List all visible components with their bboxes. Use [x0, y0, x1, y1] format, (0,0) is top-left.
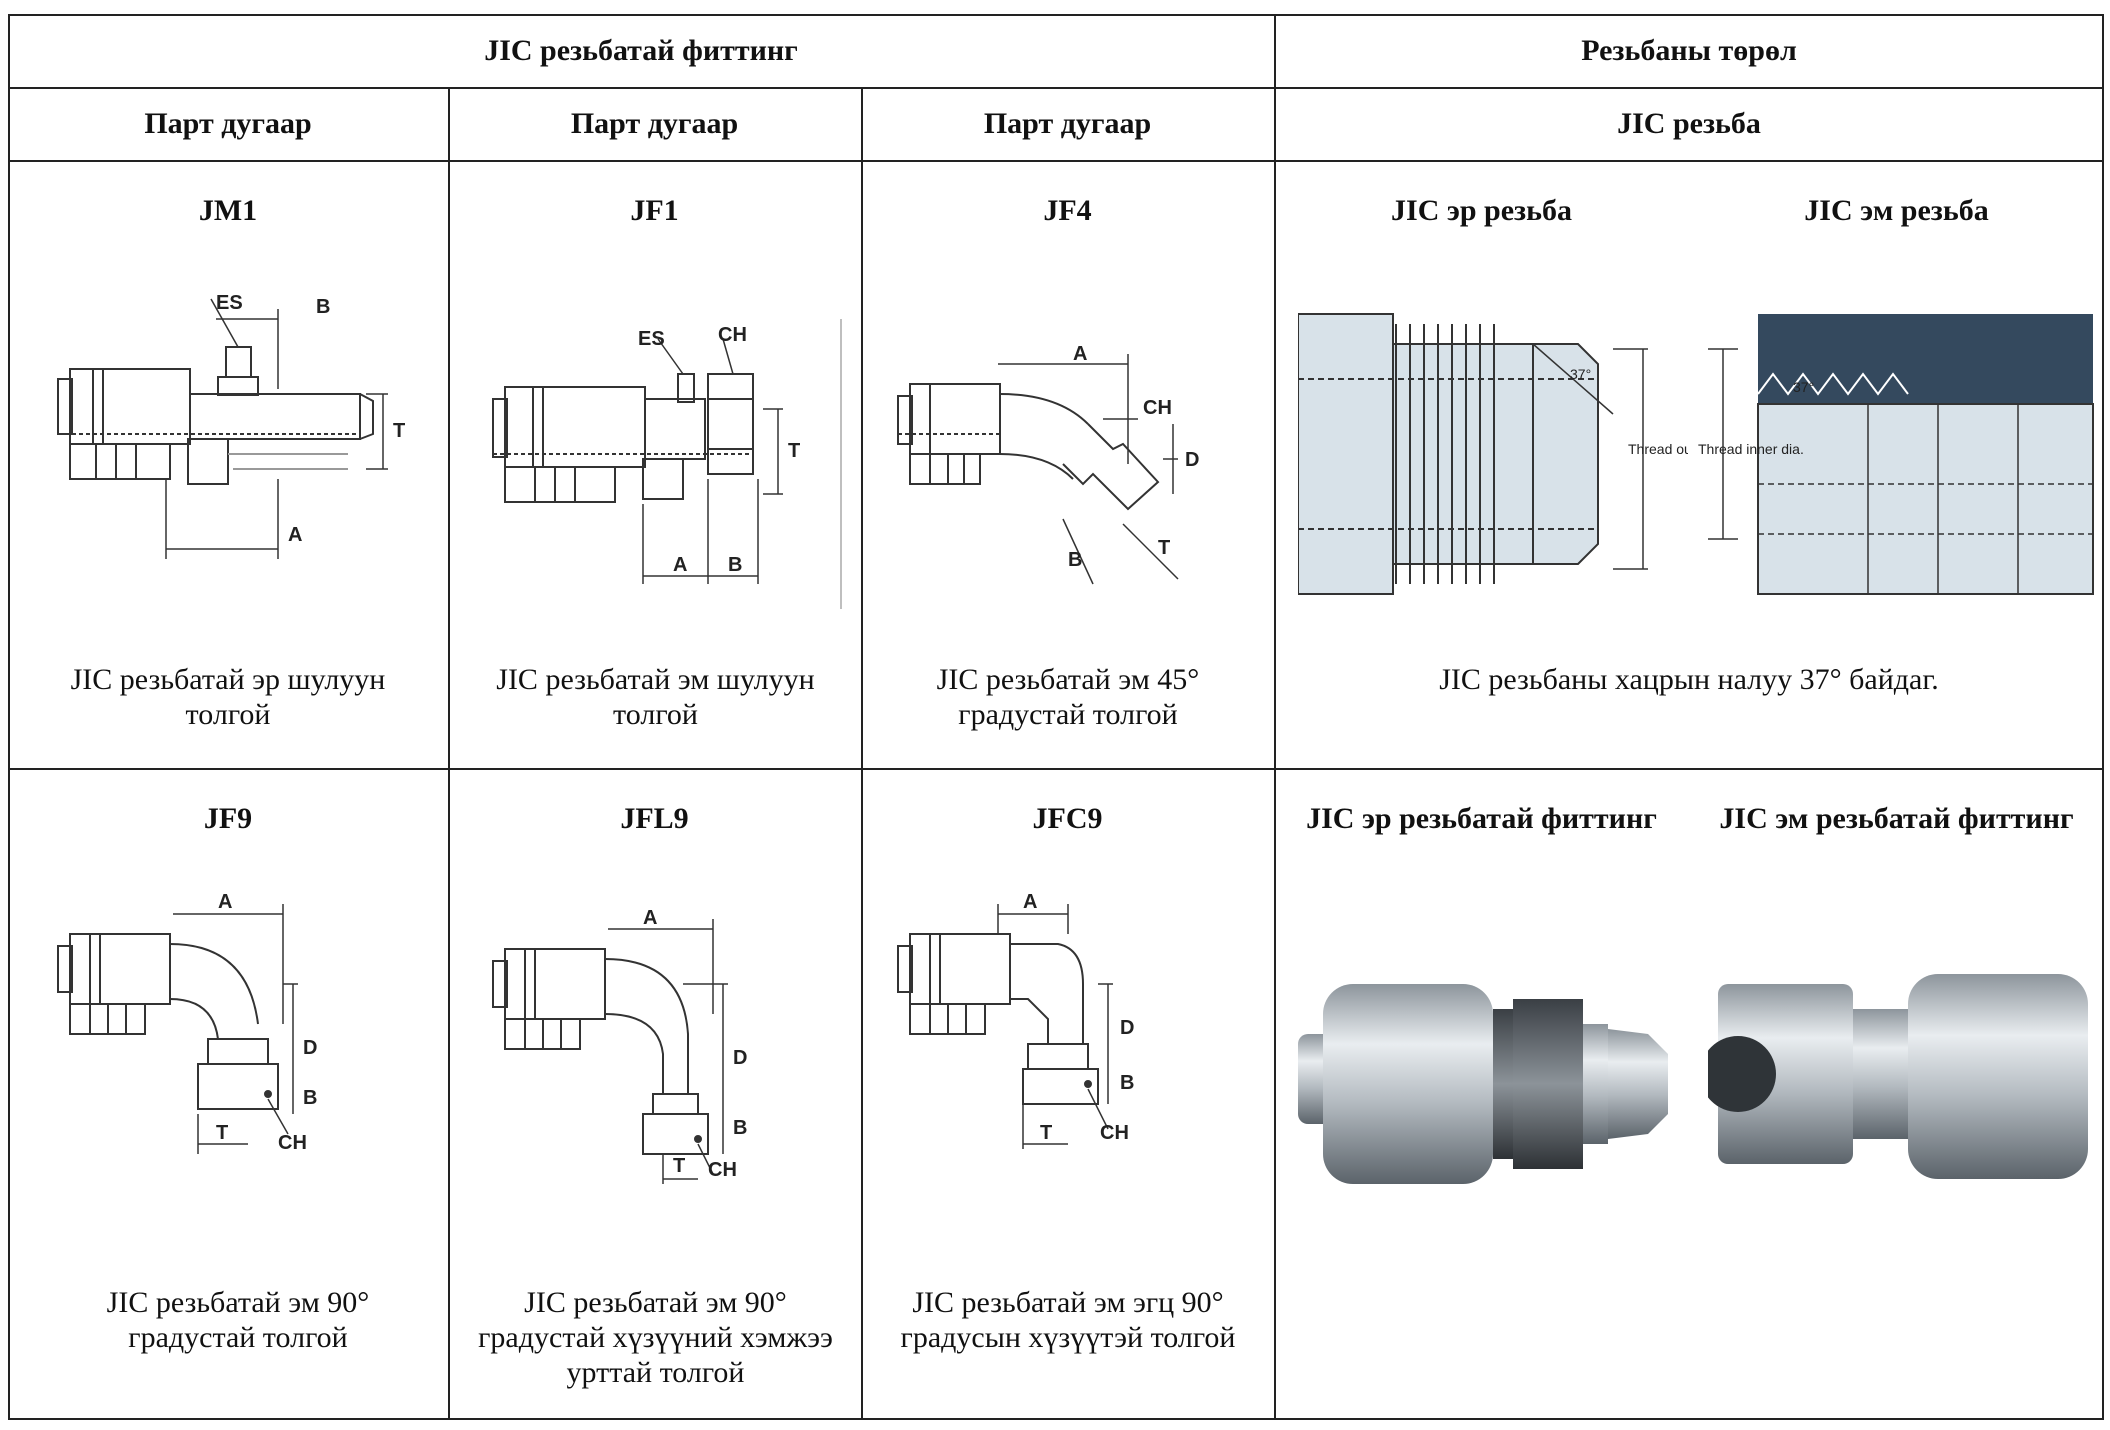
jf9-t-label: T: [216, 1122, 228, 1144]
female-inner-dia-label: Thread inner dia.: [1698, 441, 1804, 457]
fitting-table: JIC резьбатай фиттинг Резьбаны төрөл Пар…: [8, 14, 2104, 1420]
female-thread-title: JIC эм резьба: [1804, 194, 1989, 227]
female-thread-drawing: 37° Thread inner dia.: [1698, 304, 2098, 604]
thread-caption: JIC резьбаны хацрын налуу 37° байдаг.: [1439, 663, 1939, 696]
jf4-caption: JIC резьбатай эм 45° градустай толгой: [936, 663, 1200, 731]
part-code-jfc9: JFC9: [1032, 802, 1103, 835]
table-divider-col2: [861, 87, 863, 1420]
jfc9-diagram: A D B T CH: [888, 874, 1248, 1164]
jfl9-b-label: B: [733, 1117, 747, 1139]
male-fitting-photo: [1298, 954, 1678, 1214]
female-angle-label: 37°: [1793, 379, 1814, 395]
jfc9-ch-label: CH: [1100, 1122, 1129, 1144]
female-fitting-photo: [1708, 954, 2098, 1204]
part-number-label-1: Парт дугаар: [144, 107, 312, 140]
table-divider-header: [8, 87, 2104, 89]
jf4-d-label: D: [1185, 449, 1199, 471]
header-right-title: Резьбаны төрөл: [1581, 34, 1797, 67]
jf4-b-label: B: [1068, 549, 1082, 571]
jf1-ch-label: CH: [718, 324, 747, 346]
jfl9-a-label: A: [643, 907, 657, 929]
male-outer-dia-label: Thread outer dia.: [1628, 441, 1688, 457]
table-border-left: [8, 14, 10, 1420]
jf9-ch-label: CH: [278, 1132, 307, 1154]
jf4-ch-label: CH: [1143, 397, 1172, 419]
header-left-title: JIC резьбатай фиттинг: [484, 34, 798, 67]
jfc9-d-label: D: [1120, 1017, 1134, 1039]
jf9-b-label: B: [303, 1087, 317, 1109]
jf9-a-label: A: [218, 891, 232, 913]
jm1-es-label: ES: [216, 292, 243, 314]
jf1-es-label: ES: [638, 328, 665, 350]
table-divider-row: [8, 768, 2104, 770]
part-number-label-2: Парт дугаар: [570, 107, 739, 140]
jm1-diagram: ES B A T: [48, 279, 448, 579]
jf4-a-label: A: [1073, 343, 1087, 365]
jf9-caption: JIC резьбатай эм 90° градустай толгой: [106, 1286, 370, 1354]
jfc9-b-label: B: [1120, 1072, 1134, 1094]
part-code-jm1: JM1: [198, 194, 258, 227]
jf1-b-label: B: [728, 554, 742, 576]
jm1-t-label: T: [393, 420, 405, 442]
female-fitting-photo-title: JIC эм резьбатай фиттинг: [1719, 802, 2074, 835]
jf4-diagram: A CH D B T: [888, 314, 1248, 604]
part-number-label-3: Парт дугаар: [983, 107, 1152, 140]
table-border-top: [8, 14, 2104, 16]
jfl9-ch-label: CH: [708, 1159, 737, 1181]
part-code-jfl9: JFL9: [620, 802, 689, 835]
jfc9-t-label: T: [1040, 1122, 1052, 1144]
jfl9-d-label: D: [733, 1047, 747, 1069]
jfl9-caption: JIC резьбатай эм 90° градустай хүзүүний …: [478, 1286, 833, 1389]
jfc9-a-label: A: [1023, 891, 1037, 913]
jf1-t-label: T: [788, 440, 800, 462]
table-divider-subheader: [8, 160, 2104, 162]
jm1-b-label: B: [316, 296, 330, 318]
table-divider-col3: [1274, 14, 1276, 1420]
table-border-right: [2102, 14, 2104, 1420]
jf4-t-label: T: [1158, 537, 1170, 559]
jf9-d-label: D: [303, 1037, 317, 1059]
part-code-jf9: JF9: [203, 802, 253, 835]
jm1-caption: JIC резьбатай эр шулуун толгой: [70, 663, 386, 731]
jfc9-caption: JIC резьбатай эм эгц 90° градусын хүзүүт…: [900, 1286, 1236, 1354]
table-divider-col1: [448, 87, 450, 1420]
male-thread-drawing: 37° Thread outer dia.: [1298, 304, 1688, 604]
male-angle-label: 37°: [1570, 366, 1591, 382]
jf1-caption: JIC резьбатай эм шулуун толгой: [496, 663, 815, 731]
male-thread-title: JIC эр резьба: [1391, 194, 1572, 227]
jf9-diagram: A D B T CH: [48, 874, 428, 1164]
part-code-jf1: JF1: [630, 194, 679, 227]
jfl9-diagram: A D B T CH: [483, 894, 863, 1194]
jf1-diagram: ES CH A B T: [483, 279, 863, 609]
jfl9-t-label: T: [673, 1155, 685, 1177]
table-border-bottom: [8, 1418, 2104, 1420]
thread-label: JIC резьба: [1617, 107, 1761, 140]
jm1-a-label: A: [288, 524, 302, 546]
male-fitting-photo-title: JIC эр резьбатай фиттинг: [1306, 802, 1657, 835]
part-code-jf4: JF4: [1043, 194, 1092, 227]
jf1-a-label: A: [673, 554, 687, 576]
